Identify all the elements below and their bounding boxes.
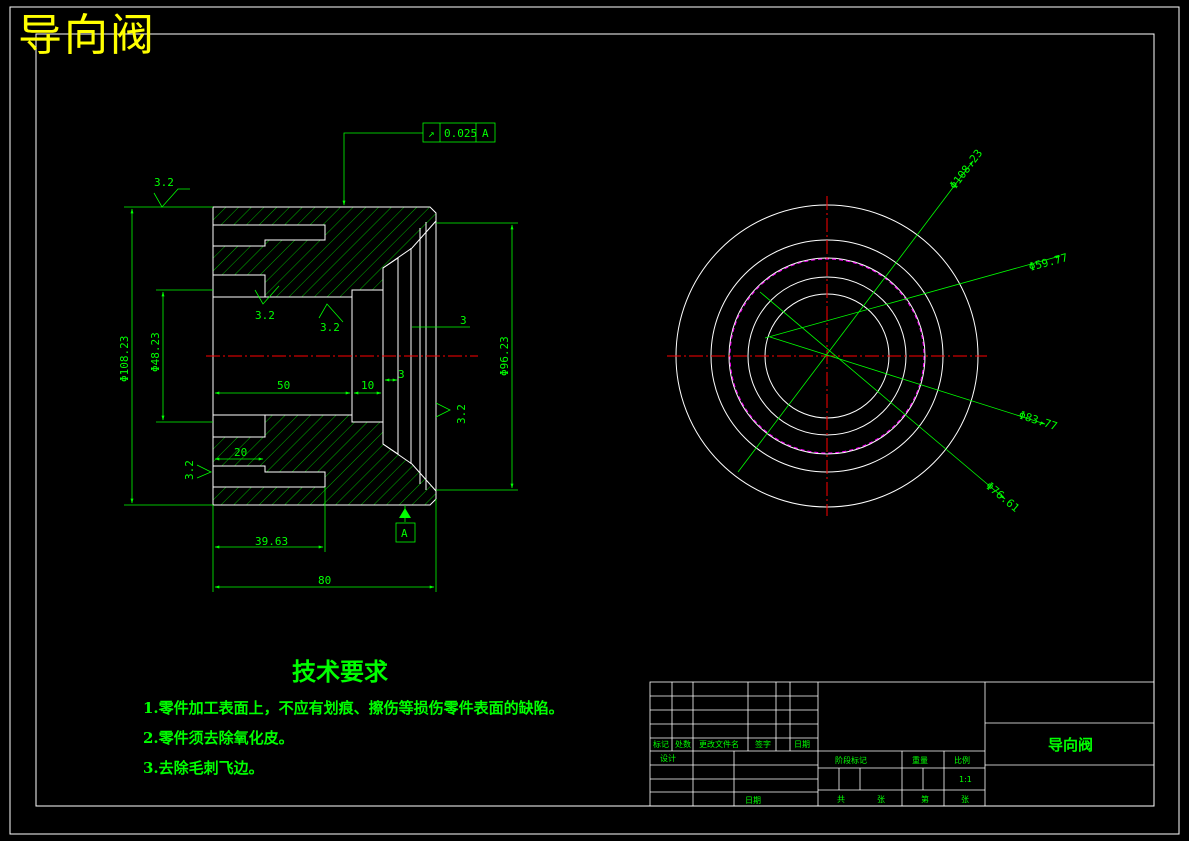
tech-requirement-2: 2.零件须去除氧化皮。 [143,729,294,747]
drawing-title: 导向阀 [18,10,156,61]
end-dim-2: Φ59.77 [1027,251,1069,274]
tech-requirements-list: 1.零件加工表面上，不应有划痕、擦伤等损伤零件表面的缺陷。 2.零件须去除氧化皮… [143,698,564,788]
runout-symbol-icon: ↗ [428,127,435,140]
roughness-symbol-3 [318,303,344,323]
roughness-4: 3.2 [183,460,196,480]
roughness-symbol-5 [435,402,451,418]
dim-3-right: 3 [460,314,467,327]
inner-step-bottom [382,443,399,455]
end-dim-4: Φ76.61 [983,479,1022,515]
section-hatch-bottom [212,414,437,506]
tb-total: 共 [837,795,845,804]
tb-part-name: 导向阀 [1048,736,1093,754]
tb-sheet-2: 张 [961,795,969,804]
section-view: ↗ 0.025 A A 3.2 3.2 3.2 3.2 3.2 Φ108.23 … [118,122,518,592]
runout-frame [422,122,496,143]
roughness-symbol-4 [196,464,212,479]
dim-50: 50 [277,379,290,392]
roughness-2: 3.2 [255,309,275,322]
section-hatch-top [212,206,437,298]
tech-requirement-3: 3.去除毛刺飞边。 [143,759,264,777]
tb-header-5: 日期 [794,740,810,749]
end-dim-3: Φ83.77 [1017,408,1059,433]
dim-3-inner: 3 [398,368,405,381]
runout-datum: A [482,127,489,140]
dim-right-dia: Φ96.23 [498,336,511,376]
end-dim-1: Φ108.23 [947,147,985,192]
tb-scale: 1:1 [959,775,972,784]
sheet-border [9,6,1180,835]
tb-ratio: 比例 [954,755,970,765]
tb-no: 第 [921,794,929,804]
inner-step-top [382,257,399,269]
title-block-text: 标记 处数 更改文件名 签字 日期 设计 日期 阶段标记 重量 比例 1:1 共… [653,736,1093,805]
drawing-frame [35,33,1155,807]
datum-triangle [399,508,411,518]
tech-requirement-1: 1.零件加工表面上，不应有划痕、擦伤等损伤零件表面的缺陷。 [143,699,564,717]
tb-header-2: 处数 [675,739,691,749]
tb-design: 设计 [660,753,676,763]
title-block [649,681,1155,807]
dim-80: 80 [318,574,331,587]
datum-letter: A [401,527,408,540]
dim-outer-dia: Φ108.23 [118,336,131,382]
roughness-5: 3.2 [455,404,468,424]
roughness-symbol-1 [153,188,190,208]
datum-box [395,522,416,543]
tb-stage: 阶段标记 [835,755,867,765]
dim-39: 39.63 [255,535,288,548]
tb-header-1: 标记 [653,739,669,749]
tb-header-3: 更改文件名 [699,739,739,749]
tb-sheet-1: 张 [877,795,885,804]
tech-requirements-heading: 技术要求 [292,658,388,686]
end-view: Φ108.23 Φ59.77 Φ83.77 Φ76.61 [667,147,1069,516]
tb-date: 日期 [745,796,761,805]
runout-tolerance: 0.025 [444,127,477,140]
roughness-1: 3.2 [154,176,174,189]
tb-weight: 重量 [912,755,928,765]
roughness-3: 3.2 [320,321,340,334]
dim-10: 10 [361,379,374,392]
tb-header-4: 签字 [755,739,771,749]
dim-20: 20 [234,446,247,459]
roughness-symbol-2 [254,285,280,305]
dim-bore-dia: Φ48.23 [149,332,162,372]
